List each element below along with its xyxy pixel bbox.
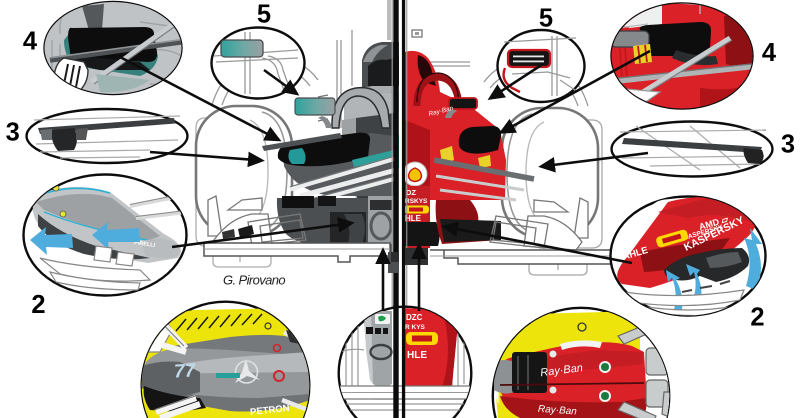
svg-text:Ray·Ban: Ray·Ban — [538, 404, 578, 418]
svg-text:PIRELLI: PIRELLI — [134, 240, 156, 249]
svg-text:R KYS: R KYS — [405, 324, 426, 331]
svg-text:HLE: HLE — [405, 214, 422, 223]
svg-text:2: 2 — [750, 304, 764, 332]
svg-text:5: 5 — [257, 1, 271, 29]
svg-text:G. Pirovano: G. Pirovano — [223, 273, 285, 288]
svg-text:2: 2 — [31, 291, 45, 319]
svg-text:5: 5 — [539, 5, 553, 33]
svg-text:3: 3 — [6, 118, 20, 146]
svg-text:4: 4 — [23, 28, 38, 56]
svg-text:PETRON: PETRON — [250, 403, 291, 418]
svg-text:DZ: DZ — [406, 188, 416, 197]
svg-text:DZC: DZC — [406, 313, 423, 322]
svg-text:HLE: HLE — [407, 350, 427, 361]
svg-text:3: 3 — [781, 131, 795, 159]
svg-text:RSKYS: RSKYS — [405, 198, 428, 205]
svg-text:Ray·Ban: Ray·Ban — [540, 362, 584, 379]
svg-text:4: 4 — [762, 39, 777, 67]
svg-text:77: 77 — [174, 360, 198, 382]
